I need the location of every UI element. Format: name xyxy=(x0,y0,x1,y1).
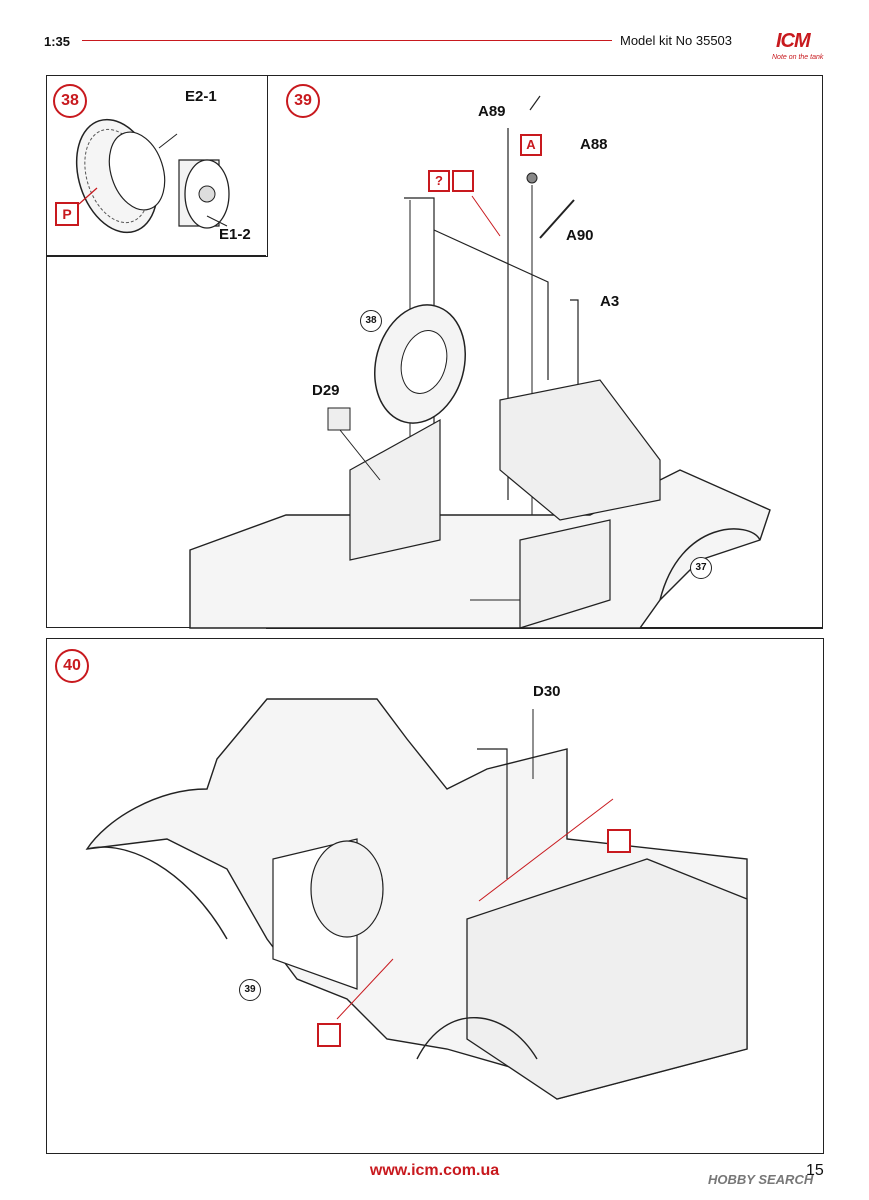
logo-tagline: Note on the tank xyxy=(772,54,824,61)
optional-part-marker: ? xyxy=(428,170,450,192)
vehicle-rear-illustration-step-40 xyxy=(85,698,748,1100)
paint-marker-p: P xyxy=(55,202,79,226)
part-label-e1-2: E1-2 xyxy=(219,226,251,243)
page-number: 15 xyxy=(806,1162,824,1179)
scale-label: 1:35 xyxy=(44,34,71,49)
part-label-d29: D29 xyxy=(312,382,340,399)
header-divider xyxy=(82,40,612,41)
step-40-badge: 40 xyxy=(55,649,89,683)
step-ref-39: 39 xyxy=(239,979,261,1001)
step-40-panel: 40 D30 39 xyxy=(46,638,824,1154)
part-label-a89: A89 xyxy=(478,103,506,120)
part-label-d30: D30 xyxy=(533,683,561,700)
watermark: HOBBY SEARCH xyxy=(708,1172,814,1187)
step-38-panel: 38 E2-1 E1-2 P xyxy=(46,75,268,257)
icm-logo: ICM Note on the tank xyxy=(770,30,830,64)
step-ref-37: 37 xyxy=(690,557,712,579)
part-label-a3: A3 xyxy=(600,293,620,310)
step-39-frame-side xyxy=(46,255,47,627)
sub-assembly-marker-a: A xyxy=(520,134,542,156)
part-label-a88: A88 xyxy=(580,136,608,153)
part-label-a90: A90 xyxy=(566,227,594,244)
step-ref-38: 38 xyxy=(360,310,382,332)
step-39-badge: 39 xyxy=(286,84,320,118)
glue-icon-lower xyxy=(317,1023,341,1047)
step-39-frame-left xyxy=(46,255,266,256)
logo-wordmark: ICM xyxy=(776,30,811,52)
cut-tool-icon xyxy=(452,170,474,192)
step-38-badge: 38 xyxy=(53,84,87,118)
glue-icon-upper xyxy=(607,829,631,853)
wheel-assembly-illustration xyxy=(75,118,230,234)
part-label-e2-1: E2-1 xyxy=(185,88,217,105)
kit-number: Model kit No 35503 xyxy=(620,33,733,48)
website-url[interactable]: www.icm.com.ua xyxy=(369,1162,500,1179)
